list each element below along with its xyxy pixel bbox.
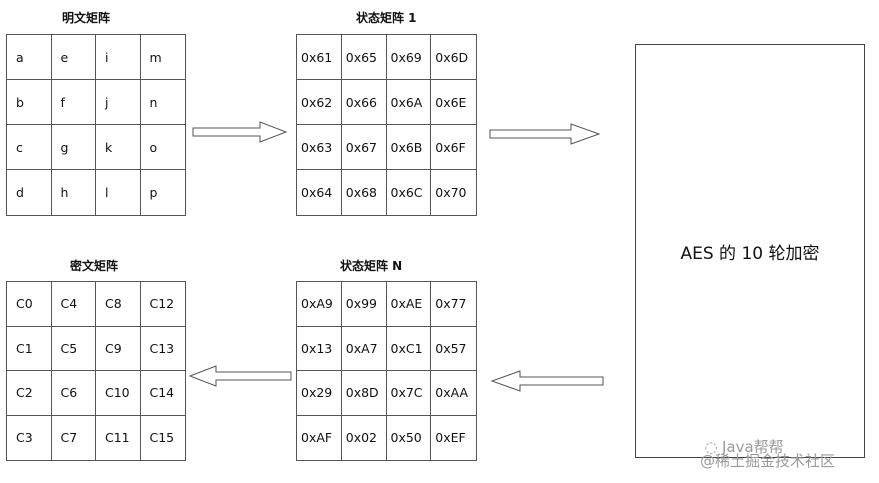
watermark-source: @稀土掘金技术社区	[700, 452, 836, 470]
matrix-cell: 0x70	[435, 185, 467, 200]
watermark-brand: Java帮帮	[722, 438, 784, 456]
matrix-cell: a	[7, 35, 52, 80]
matrix-cell: h	[52, 170, 96, 215]
matrix-cell: 0x6B	[386, 125, 432, 170]
matrix-cell: l	[96, 170, 141, 215]
matrix-cell: C11	[96, 415, 141, 460]
matrix-cell: 0x6F	[431, 125, 476, 170]
matrix-cell: 0x62	[297, 80, 342, 125]
matrix-cell: 0x99	[341, 282, 387, 327]
matrix-cell: 0x6C	[387, 170, 432, 215]
matrix-cell: b	[7, 80, 52, 125]
matrix-cell: C14	[140, 371, 185, 416]
matrix-cell: 0x8D	[341, 371, 387, 416]
matrix-cell: C4	[51, 282, 96, 327]
matrix-cell: 0x68	[342, 170, 387, 215]
matrix-cell: 0x13	[297, 326, 342, 371]
wechat-icon: ◌	[704, 438, 718, 456]
arrow-left-1	[490, 370, 604, 392]
matrix-cell: 0x64	[297, 170, 342, 215]
matrix-cell: 0x66	[341, 80, 387, 125]
matrix-cell: C15	[149, 430, 175, 446]
ciphertext-matrix-title: 密文矩阵	[70, 259, 119, 273]
matrix-cell: j	[96, 80, 141, 125]
aes-rounds-box: AES 的 10 轮加密	[635, 44, 865, 458]
matrix-cell: 0x57	[431, 327, 476, 371]
matrix-cell: C8	[96, 282, 141, 327]
matrix-cell: C0	[7, 282, 52, 327]
matrix-cell: 0xAE	[386, 282, 432, 327]
matrix-cell: 0xA7	[341, 326, 387, 371]
matrix-cell: C12	[140, 282, 185, 327]
matrix-cell: 0x02	[342, 415, 387, 460]
matrix-cell: m	[140, 35, 185, 80]
watermark: ◌Java帮帮	[700, 436, 784, 457]
state-matrix-1-title: 状态矩阵 1	[356, 11, 417, 25]
matrix-cell: C5	[51, 326, 96, 371]
matrix-cell: 0x6E	[431, 80, 476, 125]
matrix-cell: C13	[140, 327, 185, 371]
matrix-cell: 0x63	[297, 125, 342, 170]
matrix-cell: i	[96, 35, 141, 80]
matrix-cell: 0x61	[297, 35, 342, 80]
matrix-cell: n	[140, 80, 185, 125]
aes-rounds-label: AES 的 10 轮加密	[680, 243, 820, 264]
matrix-cell: 0x29	[297, 371, 342, 416]
matrix-cell: g	[51, 125, 96, 170]
matrix-cell: 0x67	[341, 125, 387, 170]
matrix-cell: C2	[7, 371, 52, 416]
matrix-cell: 0x6A	[386, 80, 432, 125]
matrix-cell: c	[7, 125, 52, 170]
matrix-cell: 0xAA	[431, 371, 476, 416]
matrix-cell: p	[149, 185, 158, 200]
matrix-cell: 0xA9	[297, 282, 342, 327]
matrix-cell: C6	[51, 371, 96, 416]
matrix-cell: 0x50	[387, 415, 432, 460]
arrow-right-1	[192, 121, 288, 143]
matrix-cell: 0x65	[341, 35, 387, 80]
matrix-cell: C3	[7, 415, 52, 460]
matrix-cell: 0x77	[431, 282, 476, 327]
arrow-left-2	[188, 365, 292, 387]
matrix-cell: 0x6D	[431, 35, 476, 80]
matrix-cell: d	[7, 170, 52, 215]
matrix-cell: e	[51, 35, 96, 80]
matrix-cell: 0x69	[386, 35, 432, 80]
matrix-cell: k	[96, 125, 141, 170]
matrix-cell: 0xEF	[435, 430, 466, 446]
matrix-cell: o	[140, 125, 185, 170]
matrix-cell: C9	[96, 326, 141, 371]
arrow-right-2	[489, 123, 601, 145]
matrix-cell: 0xC1	[386, 326, 432, 371]
state-matrix-n-title: 状态矩阵 N	[340, 259, 403, 273]
matrix-cell: 0x7C	[386, 371, 432, 416]
plaintext-matrix-title: 明文矩阵	[62, 11, 111, 25]
matrix-cell: f	[51, 80, 96, 125]
matrix-cell: C10	[96, 371, 141, 416]
matrix-cell: C7	[52, 415, 96, 460]
matrix-cell: 0xAF	[297, 415, 342, 460]
matrix-cell: C1	[7, 326, 52, 371]
